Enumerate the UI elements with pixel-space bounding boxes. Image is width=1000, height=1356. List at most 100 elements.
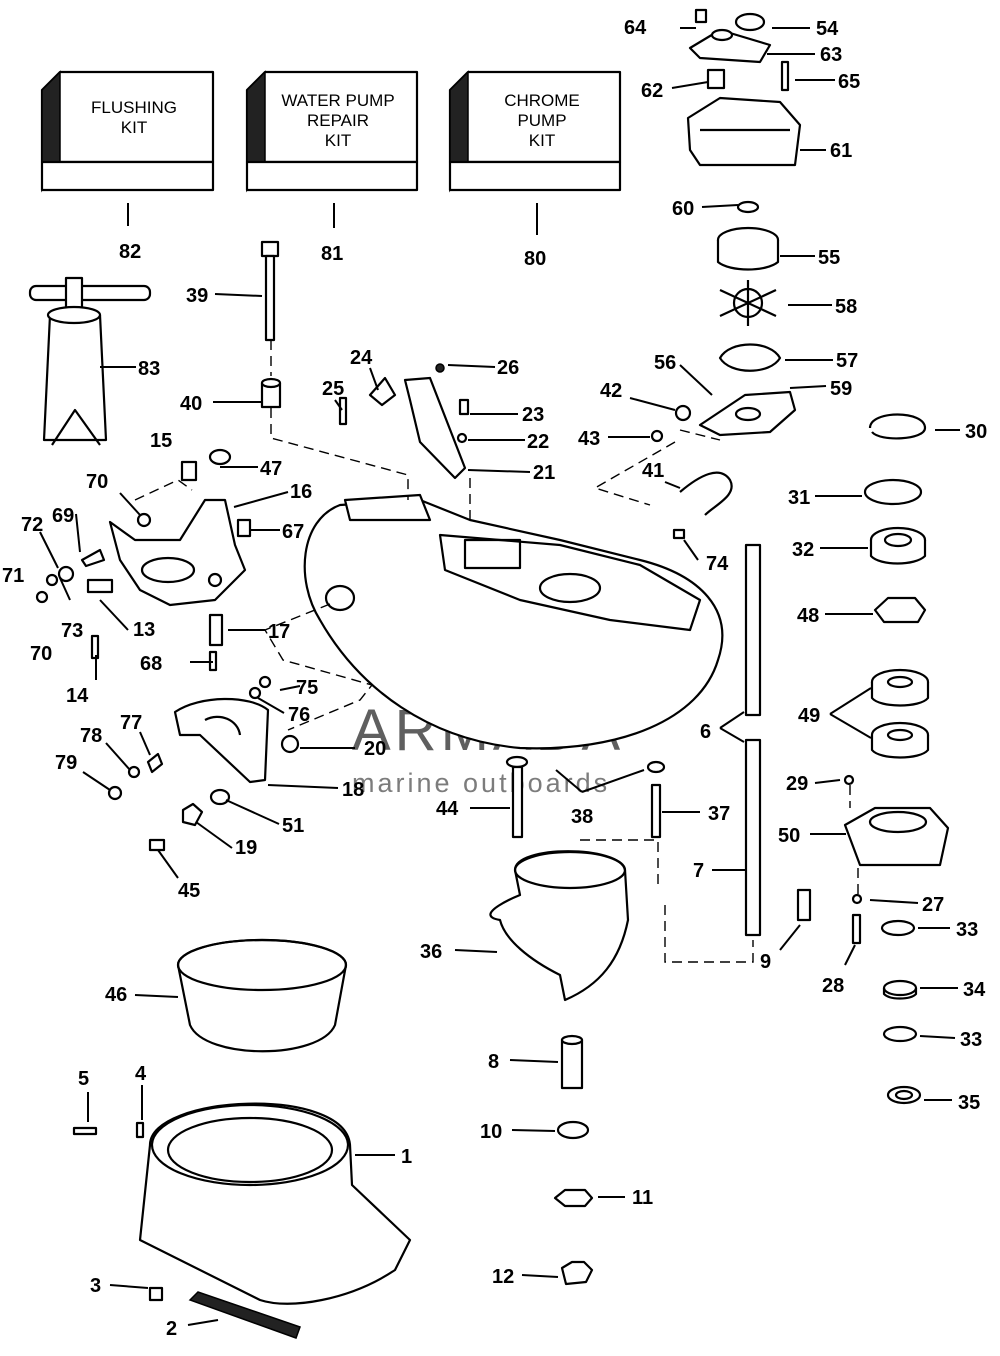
- callout-70-bottom: 70: [30, 643, 52, 665]
- callout-71: 71: [2, 565, 24, 587]
- callout-4: 4: [135, 1063, 147, 1085]
- small-fasteners: [35, 8, 863, 1302]
- callout-12: 12: [492, 1266, 514, 1288]
- part-40-spacer: [260, 377, 282, 409]
- callout-44: 44: [436, 798, 459, 820]
- callout-49: 49: [798, 705, 820, 727]
- part-8-sleeve: [560, 1034, 584, 1090]
- part-11-tab-washer: [553, 1188, 594, 1208]
- callout-55: 55: [818, 247, 840, 269]
- callout-83: 83: [138, 358, 160, 380]
- callout-21: 21: [533, 462, 555, 484]
- part-10-washer: [556, 1120, 590, 1140]
- part-33-seal-b: [882, 1025, 918, 1043]
- part-48-retainer: [873, 596, 927, 624]
- kit-81-line-1: WATER PUMP: [281, 91, 394, 110]
- callout-11: 11: [632, 1187, 653, 1209]
- part-58-impeller: [719, 280, 777, 326]
- callout-80: 80: [524, 248, 546, 270]
- callout-29: 29: [786, 773, 808, 795]
- callout-67: 67: [282, 521, 304, 543]
- part-31-ring: [863, 478, 923, 506]
- callout-47: 47: [260, 458, 282, 480]
- part-49-bearing-a: [870, 668, 930, 707]
- part-83-flushing-device: [28, 276, 152, 446]
- part-6-drive-shaft-upper: [744, 543, 762, 717]
- callout-46: 46: [105, 984, 127, 1006]
- part-1-intake-housing: [138, 1102, 412, 1305]
- kit-box-82: FLUSHING KIT: [40, 70, 215, 193]
- part-33-seal-a: [880, 919, 916, 937]
- callout-72: 72: [21, 514, 43, 536]
- callout-57: 57: [836, 350, 858, 372]
- callout-13: 13: [133, 619, 155, 641]
- part-50-bearing-housing: [843, 806, 950, 867]
- part-18-cover: [173, 697, 270, 784]
- callout-3: 3: [90, 1275, 101, 1297]
- callout-61: 61: [830, 140, 852, 162]
- callout-45: 45: [178, 880, 200, 902]
- part-34-seal: [882, 979, 918, 1000]
- callout-14: 14: [66, 685, 89, 707]
- callout-33-a: 33: [956, 919, 978, 941]
- part-2-grate-bar: [188, 1291, 301, 1339]
- callout-17: 17: [268, 621, 290, 643]
- callout-1: 1: [401, 1146, 412, 1168]
- callout-82: 82: [119, 241, 141, 263]
- kit-82-line-2: KIT: [121, 118, 147, 137]
- callout-5: 5: [78, 1068, 89, 1090]
- watermark-tagline: marine outboards: [352, 768, 610, 798]
- kit-81-line-2: REPAIR: [307, 111, 369, 130]
- callout-numbers: 82 81 80 83 39 40 24 25 26 23 22 21 56 4…: [2, 17, 987, 1340]
- callout-15: 15: [150, 430, 172, 452]
- callout-31: 31: [788, 487, 810, 509]
- part-46-liner: [176, 938, 348, 1053]
- callout-41: 41: [642, 460, 664, 482]
- part-41-hose: [679, 471, 733, 516]
- part-55-insert: [716, 226, 780, 271]
- callout-6: 6: [700, 721, 711, 743]
- part-61-pump-housing: [686, 96, 802, 167]
- callout-63: 63: [820, 44, 842, 66]
- part-7-drive-shaft-lower: [744, 738, 762, 937]
- kit-box-81: WATER PUMP REPAIR KIT: [245, 70, 419, 193]
- kit-80-line-1: CHROME: [504, 91, 580, 110]
- callout-62: 62: [641, 80, 663, 102]
- kit-80-line-2: PUMP: [517, 111, 566, 130]
- parts-drawings: [28, 8, 950, 1339]
- callout-54: 54: [816, 18, 839, 40]
- part-32-bearing: [869, 526, 927, 565]
- callout-69: 69: [52, 505, 74, 527]
- callout-38: 38: [571, 806, 593, 828]
- callout-56: 56: [654, 352, 676, 374]
- part-56-plate: [698, 390, 797, 437]
- callout-9: 9: [760, 951, 771, 973]
- callout-78: 78: [80, 725, 102, 747]
- part-54-cap: [734, 12, 766, 32]
- callout-20: 20: [364, 738, 386, 760]
- callout-33-b: 33: [960, 1029, 982, 1051]
- callout-75: 75: [296, 677, 318, 699]
- kit-box-80: CHROME PUMP KIT: [448, 70, 622, 193]
- callout-27: 27: [922, 894, 944, 916]
- callout-50: 50: [778, 825, 800, 847]
- part-57-gasket: [718, 343, 782, 372]
- callout-37: 37: [708, 803, 730, 825]
- callout-35: 35: [958, 1092, 980, 1114]
- callout-81: 81: [321, 243, 343, 265]
- callout-39: 39: [186, 285, 208, 307]
- callout-36: 36: [420, 941, 442, 963]
- callout-30: 30: [965, 421, 987, 443]
- callout-32: 32: [792, 539, 814, 561]
- assembly-guide-lines: [134, 340, 859, 963]
- part-60-o-ring: [736, 200, 760, 214]
- callout-42: 42: [600, 380, 622, 402]
- callout-43: 43: [578, 428, 600, 450]
- callout-10: 10: [480, 1121, 502, 1143]
- callout-73: 73: [61, 620, 83, 642]
- part-36-impeller: [489, 850, 630, 1002]
- callout-28: 28: [822, 975, 844, 997]
- callout-77: 77: [120, 712, 142, 734]
- part-35-seal: [886, 1085, 922, 1105]
- callout-68: 68: [140, 653, 162, 675]
